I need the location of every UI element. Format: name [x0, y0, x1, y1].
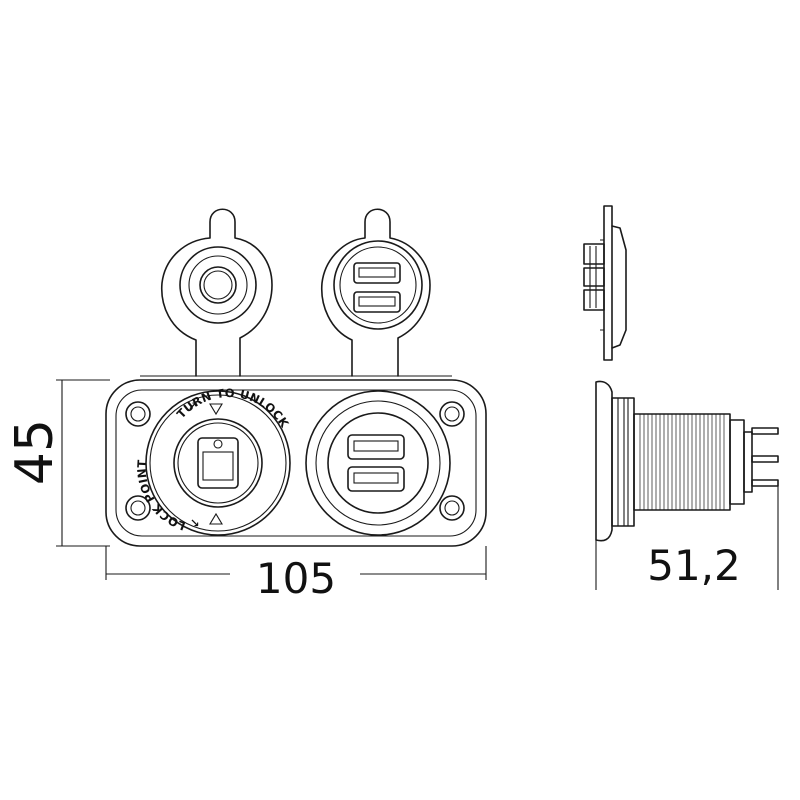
usb-port-bottom: [347, 466, 405, 492]
usb-cap-right: [320, 208, 431, 377]
cap-side-profile: [583, 205, 627, 361]
side-view: 51,2: [583, 205, 779, 590]
height-value: 45: [5, 419, 65, 485]
depth-value: 51,2: [647, 541, 741, 590]
thread-lines: [639, 414, 725, 510]
lock-arrow-top-icon: ↗: [188, 399, 198, 413]
mounting-plate: [105, 375, 487, 547]
screw-hole-bottom-right: [439, 495, 465, 521]
socket-side-profile: [595, 380, 779, 542]
width-dimension: 105: [105, 546, 487, 603]
usb-port-top: [347, 434, 405, 460]
lock-arrow-bottom-icon: ↘: [190, 516, 200, 530]
cigarette-socket: TURN TO UNLOCK LOCK POINT ↗ ↘: [134, 386, 292, 536]
screw-hole-top-left: [125, 401, 151, 427]
height-dimension: 45: [5, 379, 110, 547]
front-view: TURN TO UNLOCK LOCK POINT ↗ ↘ 45: [5, 208, 487, 603]
triangle-marker-bottom-icon: [209, 512, 223, 525]
triangle-marker-top-icon: [209, 403, 223, 416]
screw-hole-bottom-left: [125, 495, 151, 521]
depth-dimension: 51,2: [595, 486, 779, 590]
width-value: 105: [256, 554, 336, 603]
socket-cap-left: [160, 208, 273, 377]
usb-socket: [305, 390, 451, 536]
screw-hole-top-right: [439, 401, 465, 427]
